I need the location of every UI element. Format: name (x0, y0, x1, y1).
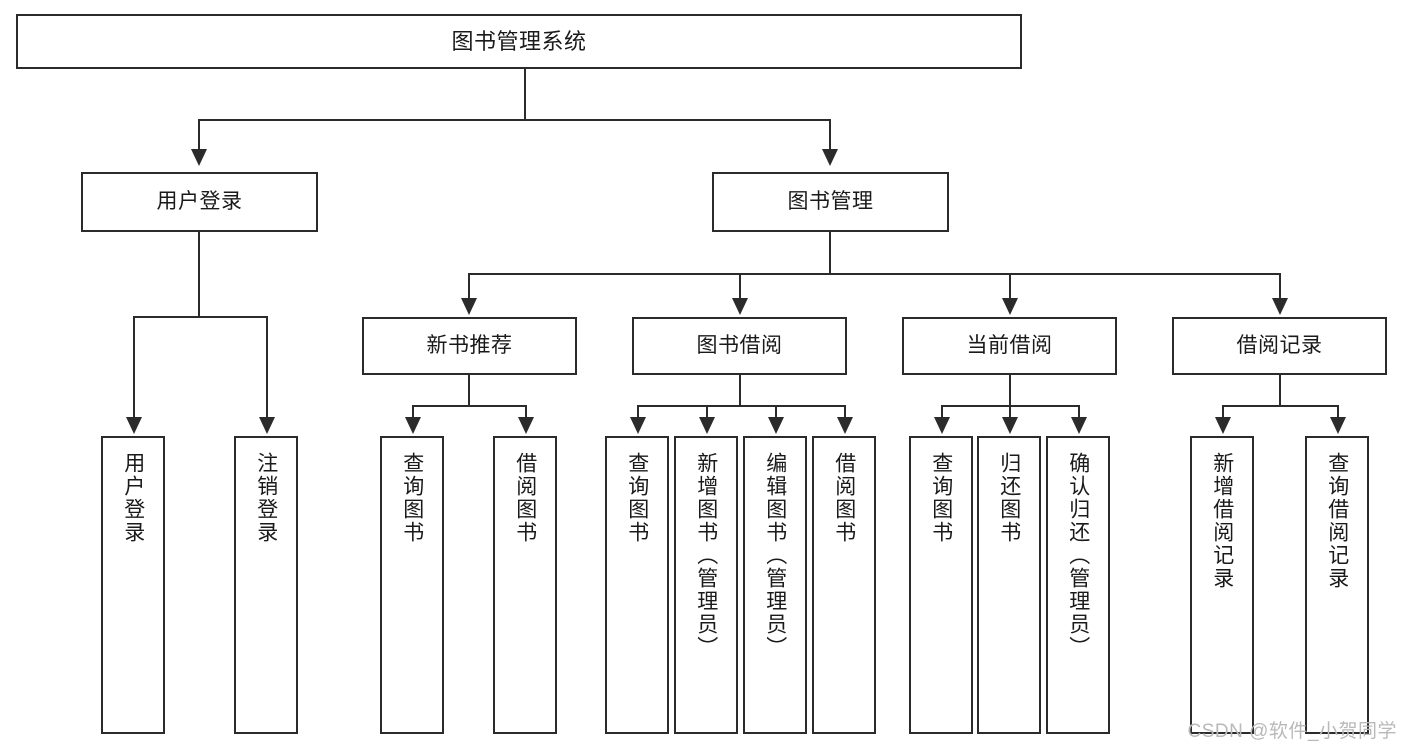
arrow-bb-to-leaf-3 (768, 417, 784, 434)
edge-user-login-to-leaf-1 (133, 316, 135, 419)
node-label: 借阅记录 (1236, 333, 1323, 357)
node-leaf-return-book[interactable]: 归还图书 (977, 436, 1041, 734)
arrow-cb-to-leaf-3 (1071, 417, 1087, 434)
node-leaf-edit-book[interactable]: 编辑图书（管理员） (743, 436, 807, 734)
node-label: 查询图书 (400, 452, 424, 544)
node-label: 新增借阅记录 (1210, 452, 1234, 590)
node-leaf-user-login[interactable]: 用户登录 (101, 436, 165, 734)
edge-cb-to-leaf-3 (1078, 405, 1080, 419)
node-borrow-record[interactable]: 借阅记录 (1172, 317, 1387, 375)
arrow-cb-to-leaf-1 (934, 417, 950, 434)
edge-bm-to-new-book (468, 273, 470, 300)
edge-bb-to-leaf-2 (706, 405, 708, 419)
node-label: 借阅图书 (513, 452, 537, 544)
node-leaf-query-record[interactable]: 查询借阅记录 (1305, 436, 1369, 734)
edge-book-management-stem (829, 232, 831, 274)
node-label: 查询借阅记录 (1325, 452, 1349, 590)
edge-br-to-leaf-2 (1337, 405, 1339, 419)
node-leaf-query-book-3[interactable]: 查询图书 (909, 436, 973, 734)
edge-bb-to-leaf-1 (637, 405, 639, 419)
node-label: 图书管理系统 (451, 28, 587, 54)
node-label: 查询图书 (625, 452, 649, 544)
node-book-borrow[interactable]: 图书借阅 (632, 317, 847, 375)
arrow-br-to-leaf-2 (1330, 417, 1346, 434)
arrow-root-to-user-login (191, 149, 207, 166)
node-label: 用户登录 (156, 189, 243, 213)
arrow-cb-to-leaf-2 (1002, 417, 1018, 434)
edge-root-to-book-management (829, 119, 831, 151)
node-label: 归还图书 (997, 452, 1021, 544)
edge-borrow-record-stem (1279, 375, 1281, 406)
arrow-new-book-to-leaf-2 (518, 417, 534, 434)
node-current-borrow[interactable]: 当前借阅 (902, 317, 1117, 375)
arrow-bm-to-current-borrow (1002, 298, 1018, 315)
node-label: 图书管理 (787, 189, 874, 213)
node-root-system[interactable]: 图书管理系统 (16, 14, 1022, 69)
edge-root-to-user-login (198, 119, 200, 151)
arrow-bm-to-book-borrow (732, 298, 748, 315)
edge-borrow-record-bus (1222, 405, 1337, 407)
arrow-user-login-to-leaf-1 (126, 417, 142, 434)
edge-bm-to-borrow-record (1279, 273, 1281, 300)
node-new-book-recommend[interactable]: 新书推荐 (362, 317, 577, 375)
arrow-user-login-to-leaf-2 (259, 417, 275, 434)
arrow-bb-to-leaf-1 (630, 417, 646, 434)
node-leaf-borrow-book-1[interactable]: 借阅图书 (493, 436, 557, 734)
node-label: 新书推荐 (426, 333, 513, 357)
csdn-watermark: CSDN @软件_小贺同学 (1187, 721, 1397, 742)
edge-new-book-stem (468, 375, 470, 406)
edge-bm-to-current-borrow (1009, 273, 1011, 300)
node-leaf-query-book-2[interactable]: 查询图书 (605, 436, 669, 734)
edge-br-to-leaf-1 (1222, 405, 1224, 419)
arrow-bb-to-leaf-2 (699, 417, 715, 434)
edge-book-borrow-bus (637, 405, 844, 407)
edge-root-stem (524, 69, 526, 120)
node-leaf-confirm-return[interactable]: 确认归还（管理员） (1046, 436, 1110, 734)
arrow-bm-to-new-book (461, 298, 477, 315)
node-label: 确认归还（管理员） (1066, 452, 1090, 659)
arrow-root-to-book-management (822, 149, 838, 166)
arrow-new-book-to-leaf-1 (405, 417, 421, 434)
edge-new-book-bus (412, 405, 525, 407)
node-label: 用户登录 (121, 452, 145, 544)
edge-bb-to-leaf-4 (844, 405, 846, 419)
edge-user-login-to-leaf-2 (266, 316, 268, 419)
edge-root-bus (198, 119, 830, 121)
node-label: 当前借阅 (966, 333, 1053, 357)
node-label: 编辑图书（管理员） (763, 452, 787, 659)
edge-bb-to-leaf-3 (775, 405, 777, 419)
edge-new-book-to-leaf-2 (525, 405, 527, 419)
arrow-bm-to-borrow-record (1272, 298, 1288, 315)
node-book-management[interactable]: 图书管理 (712, 172, 949, 232)
edge-current-borrow-stem (1009, 375, 1011, 406)
edge-cb-to-leaf-2 (1009, 405, 1011, 419)
node-label: 查询图书 (929, 452, 953, 544)
node-leaf-query-book-1[interactable]: 查询图书 (380, 436, 444, 734)
node-leaf-add-record[interactable]: 新增借阅记录 (1190, 436, 1254, 734)
arrow-br-to-leaf-1 (1215, 417, 1231, 434)
node-label: 图书借阅 (696, 333, 783, 357)
edge-user-login-stem (198, 232, 200, 317)
node-label: 注销登录 (254, 452, 278, 544)
node-user-login[interactable]: 用户登录 (81, 172, 318, 232)
node-leaf-borrow-book-2[interactable]: 借阅图书 (812, 436, 876, 734)
node-label: 新增图书（管理员） (694, 452, 718, 659)
edge-bm-to-book-borrow (739, 273, 741, 300)
edge-user-login-bus (133, 316, 266, 318)
edge-book-management-bus (468, 273, 1279, 275)
node-leaf-add-book[interactable]: 新增图书（管理员） (674, 436, 738, 734)
edge-book-borrow-stem (739, 375, 741, 406)
arrow-bb-to-leaf-4 (837, 417, 853, 434)
edge-new-book-to-leaf-1 (412, 405, 414, 419)
node-label: 借阅图书 (832, 452, 856, 544)
edge-cb-to-leaf-1 (941, 405, 943, 419)
node-leaf-logout-login[interactable]: 注销登录 (234, 436, 298, 734)
